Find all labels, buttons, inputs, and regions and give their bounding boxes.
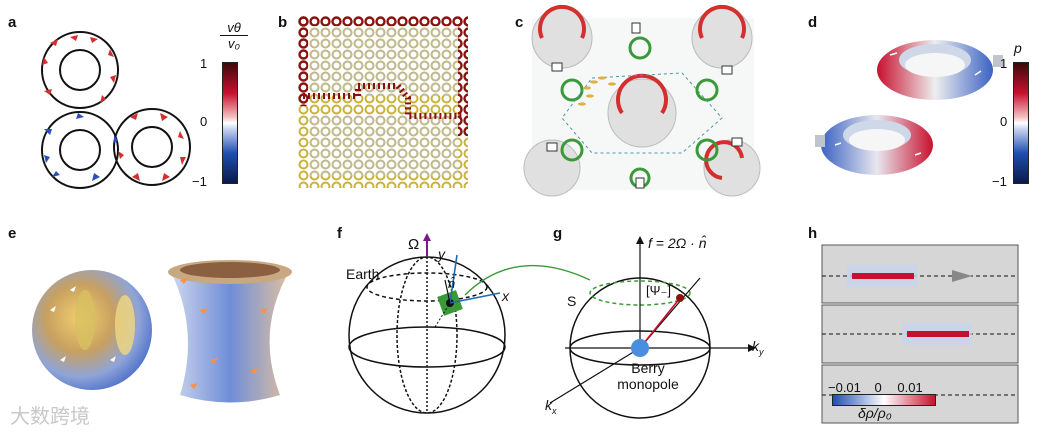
panel-h-scale-max: 0.01	[897, 380, 923, 395]
panel-a-tick-bottom: −1	[192, 174, 207, 189]
panel-h-scale-mid: 0	[874, 380, 882, 395]
panel-f-omega: Ω	[408, 236, 420, 253]
panel-g-berry-line1: Berry	[631, 360, 665, 376]
panel-g-kx-sub: x	[552, 405, 557, 416]
panel-h-scale-label: δρ/ρ₀	[858, 405, 892, 421]
panel-g-s-label: S	[567, 293, 577, 309]
panel-g-psi: [Ψ₋]	[646, 283, 671, 298]
panel-f-earth	[348, 233, 591, 414]
panel-f-n-hat: n̂	[448, 276, 456, 291]
panel-g-kx-k: k	[545, 397, 552, 413]
panel-c-lattice	[523, 4, 761, 197]
panel-d-cbar-label: p	[1014, 40, 1022, 56]
panel-a-colorbar	[222, 62, 238, 184]
panel-f-x-label: x	[502, 288, 509, 304]
panel-b-lattice	[298, 16, 468, 188]
panel-d-tick-top: 1	[1000, 56, 1008, 71]
panel-g-letter: g	[553, 225, 563, 242]
panel-d-tori	[815, 40, 1003, 175]
panel-a-cbar-label: vθ v₀	[220, 20, 248, 51]
panel-h-scale-min: −0.01	[828, 380, 861, 395]
panel-h-scalebar	[832, 394, 936, 406]
panel-g-berry-label: Berry monopole	[608, 360, 688, 392]
panel-a-tick-mid: 0	[200, 114, 208, 129]
panel-b-letter: b	[278, 14, 288, 31]
panel-g-ky-sub: y	[759, 346, 764, 357]
panel-a-cbar-den: v₀	[228, 36, 240, 51]
panel-g-kx: kx	[545, 397, 557, 416]
panel-g-sphere	[549, 236, 756, 419]
panel-a-letter: a	[8, 14, 17, 31]
panel-a-cbar-num: vθ	[220, 20, 248, 36]
panel-h-scale: −0.01 0 0.01	[828, 380, 923, 395]
panel-h-letter: h	[808, 225, 818, 242]
panel-d-colorbar	[1013, 62, 1029, 184]
panel-e-letter: e	[8, 225, 17, 242]
panel-f-y-label: y	[438, 246, 445, 262]
panel-g-ky: ky	[752, 338, 764, 357]
panel-d-tick-bottom: −1	[992, 174, 1007, 189]
panel-g-equation: f = 2Ω · n̂	[648, 235, 707, 251]
panel-d-letter: d	[808, 14, 818, 31]
panel-e-sphere-and-hyperboloid	[32, 260, 292, 403]
panel-f-letter: f	[337, 225, 342, 242]
panel-a-figure	[41, 31, 191, 189]
panel-c-letter: c	[515, 14, 524, 31]
watermark: 大数跨境	[10, 404, 90, 428]
panel-f-earth-label: Earth	[346, 266, 380, 282]
panel-d-tick-mid: 0	[1000, 114, 1008, 129]
panel-g-berry-line2: monopole	[617, 376, 679, 392]
panel-g-ky-k: k	[752, 338, 759, 354]
panel-h-strips	[821, 244, 1019, 424]
panel-a-tick-top: 1	[200, 56, 208, 71]
